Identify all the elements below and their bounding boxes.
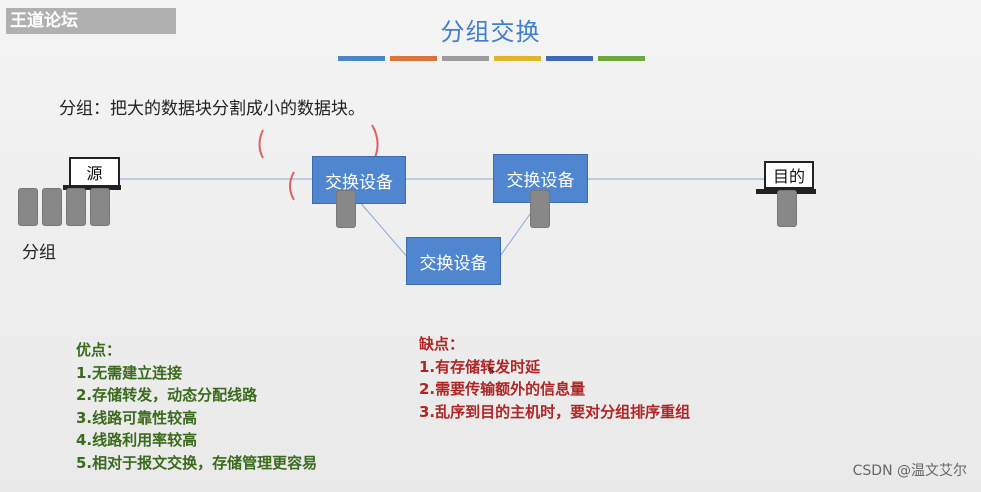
csdn-watermark: CSDN @温文艾尔: [852, 463, 967, 479]
packet: [777, 190, 797, 227]
advantage-item: 4.线路利用率较高: [76, 431, 198, 449]
color-bar-segment: [390, 56, 437, 61]
annotation-mark: [258, 129, 264, 159]
advantages-heading: 优点：: [76, 341, 122, 359]
packet: [530, 190, 550, 228]
disadvantages-section: 缺点： 1.有存储转发时延 2.需要传输额外的信息量 3.乱序到目的主机时，要对…: [419, 333, 690, 423]
packets-label: 分组: [22, 243, 56, 263]
advantage-item: 3.线路可靠性较高: [76, 408, 198, 427]
disadvantage-item: 3.乱序到目的主机时，要对分组排序重组: [419, 402, 691, 421]
destination-host: 目的: [764, 161, 814, 189]
link-switch1-switch3: [357, 199, 410, 260]
source-host: 源: [69, 157, 120, 187]
disadvantage-item: 1.有存储转发时延: [419, 357, 541, 376]
packet: [66, 188, 86, 226]
advantage-item: 2.存储转发，动态分配线路: [76, 386, 258, 404]
color-bar-segment: [442, 56, 489, 61]
color-bar-segment: [598, 56, 645, 61]
intro-text: 分组：把大的数据块分割成小的数据块。: [59, 99, 365, 119]
advantage-item: 1.无需建立连接: [76, 363, 183, 382]
annotation-mark: [289, 171, 295, 201]
packet: [336, 190, 356, 228]
annotation-mark: [371, 124, 379, 161]
disadvantages-heading: 缺点：: [419, 335, 465, 353]
packet: [42, 188, 62, 226]
advantages-section: 优点： 1.无需建立连接 2.存储转发，动态分配线路 3.线路可靠性较高 4.线…: [76, 339, 317, 474]
color-bar-segment: [546, 56, 593, 61]
switch-device-3: 交换设备: [406, 237, 501, 285]
color-bar-segment: [338, 56, 385, 61]
slide-title: 分组交换: [440, 18, 541, 46]
advantage-item: 5.相对于报文交换，存储管理更容易: [76, 453, 318, 472]
site-watermark: 王道论坛: [6, 8, 176, 34]
packet: [90, 188, 110, 226]
disadvantage-item: 2.需要传输额外的信息量: [419, 380, 586, 398]
source-host-base: [63, 185, 121, 190]
switch-device-1: 交换设备: [312, 156, 406, 204]
packet: [18, 188, 38, 226]
color-bar-segment: [494, 56, 541, 61]
mouse-cursor-icon: [487, 365, 495, 374]
